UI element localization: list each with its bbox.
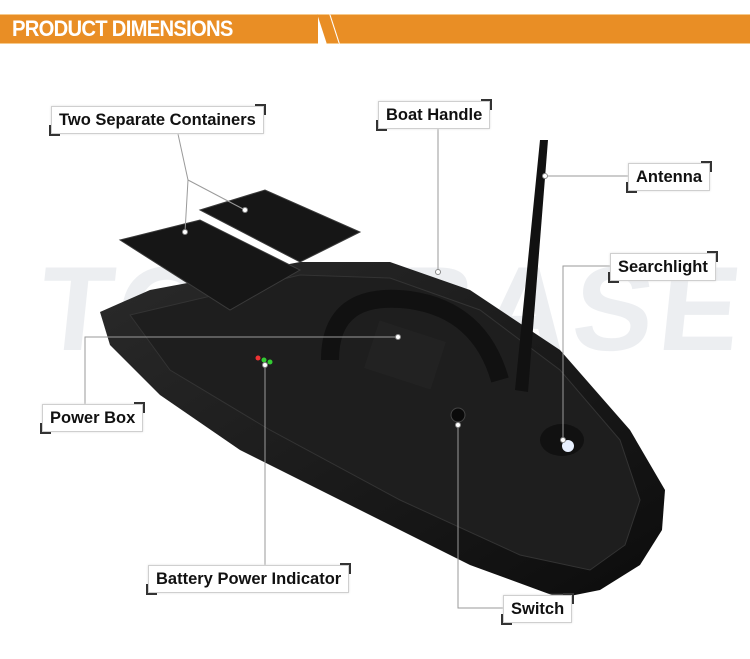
callout-two-separate-containers: Two Separate Containers — [49, 104, 266, 136]
callout-searchlight: Searchlight — [608, 251, 718, 283]
container-left — [118, 219, 302, 311]
callout-switch: Switch — [500, 593, 575, 625]
page-title: PRODUCT DIMENSIONS — [12, 16, 233, 41]
power-box — [363, 320, 447, 390]
header-band-right-fill — [360, 14, 750, 44]
callout-antenna: Antenna — [626, 161, 712, 193]
header-band-left — [0, 14, 318, 44]
leader-lines — [84, 128, 628, 609]
callout-battery-power-indicator: Battery Power Indicator — [145, 563, 352, 595]
callout-power-box: Power Box — [39, 402, 146, 434]
antenna — [515, 140, 548, 392]
container-right — [198, 189, 362, 263]
callout-boat-handle: Boat Handle — [375, 99, 493, 131]
switch-knob — [450, 407, 466, 423]
deck — [129, 274, 641, 571]
handle — [321, 289, 509, 383]
